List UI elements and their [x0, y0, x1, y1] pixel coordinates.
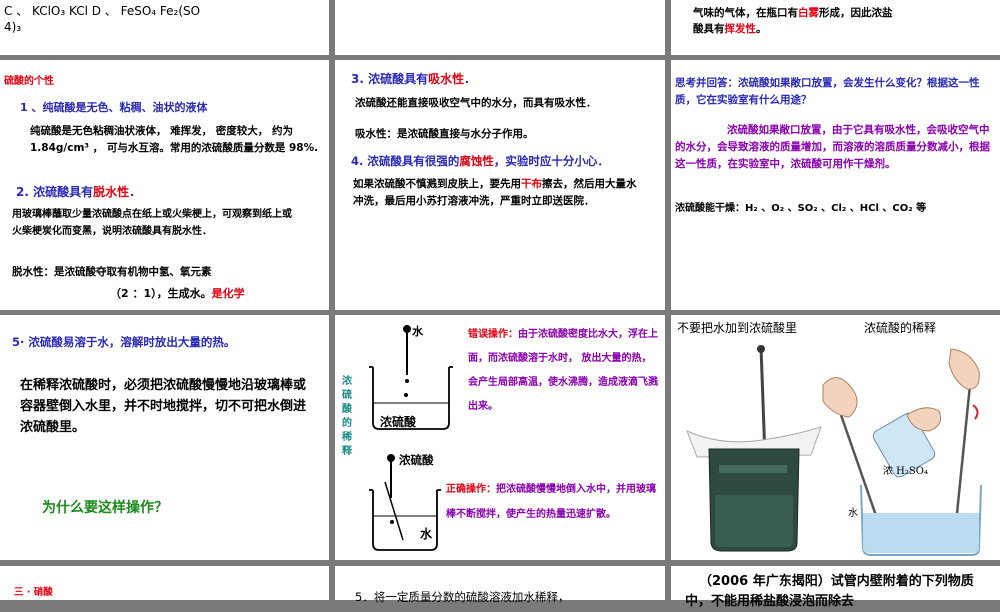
item-4-body: 如果浓硫酸不慎溅到皮肤上，要先用干布擦去，然后用大量水冲洗，最后用小苏打溶液冲洗…: [353, 178, 637, 207]
slide-title: 硫酸的个性: [4, 76, 54, 87]
slide-7: 5· 浓硫酸易溶于水，溶解时放出大量的热。 在稀释浓硫酸时，必须把浓硫酸慢慢地沿…: [0, 315, 329, 560]
bottle-label: 浓 H₂SO₄: [883, 466, 928, 477]
item-3-heading: 3. 浓硫酸具有吸水性．: [351, 72, 477, 86]
water-label-bottom: 水: [420, 527, 433, 541]
item-2-body: 用玻璃棒蘸取少量浓硫酸点在纸上或火柴梗上，可观察到纸上或火柴梗炭化而变黑，说明浓…: [12, 209, 292, 237]
exam-question: （2006 年广东揭阳）试管内壁附着的下列物质中，不能用稀盐酸浸泡而除去: [685, 574, 974, 609]
hcl-line2: 酸具有挥发性。: [693, 23, 767, 35]
caption-left: 不要把水加到浓硫酸里: [677, 321, 798, 335]
slide-4: 硫酸的个性 1 、纯硫酸是无色、粘稠、油状的液体 纯硫酸是无色粘稠油状液体， 难…: [0, 60, 329, 310]
slide-12: （2006 年广东揭阳）试管内壁附着的下列物质中，不能用稀盐酸浸泡而除去: [671, 566, 1000, 609]
slide-9: 不要把水加到浓硫酸里 浓硫酸的稀释 浓 H₂SO₄ 水: [671, 315, 1000, 560]
item-5-heading: 5· 浓硫酸易溶于水，溶解时放出大量的热。: [12, 335, 236, 349]
water-label-top: 水: [412, 325, 423, 338]
item-1-heading: 1 、纯硫酸是无色、粘稠、油状的液体: [20, 101, 208, 114]
item-3-body: 浓硫酸还能直接吸收空气中的水分，而具有吸水性．: [355, 97, 597, 109]
right-method-diagram: [369, 454, 441, 551]
hcl-line1: 气味的气体，在瓶口有白雾形成，因此浓盐: [693, 7, 893, 19]
item-1-body: 纯硫酸是无色粘稠油状液体， 难挥发， 密度较大， 约为 1.84g/cm³ ， …: [30, 125, 319, 154]
caption-right: 浓硫酸的稀释: [864, 321, 937, 335]
slide-5: 3. 浓硫酸具有吸水性． 浓硫酸还能直接吸收空气中的水分，而具有吸水性． 吸水性…: [335, 60, 665, 310]
absorb-def: 吸水性：是浓硫酸直接与水分子作用。: [355, 128, 534, 140]
slide-2: [335, 0, 665, 55]
slide-6: 思考并回答：浓硫酸如果敞口放置，会发生什么变化？根据这一性质，它在实验室有什么用…: [671, 60, 1000, 310]
slide-1: C 、 KClO₃ KCl D 、 FeSO₄ Fe₂(SO 4)₃: [0, 0, 329, 55]
wrong-dilution-photo: [686, 345, 822, 552]
dehydration-def: 脱水性：是浓硫酸夺取有机物中氢、氧元素: [12, 266, 212, 278]
right-method-text: 正确操作：把浓硫酸慢慢地倒入水中，并用玻璃棒不断搅拌，使产生的热量迅速扩散。: [446, 484, 656, 520]
dilute-question: 5．将一定质量分数的硫酸溶液加水稀释，: [355, 590, 570, 604]
slide-10: 三 · 硝酸: [0, 566, 329, 600]
think-answer: 浓硫酸如果敞口放置，由于它具有吸水性，会吸收空气中的水分，会导致溶液的质量增加，…: [675, 124, 990, 170]
option-c-d: C 、 KClO₃ KCl D 、 FeSO₄ Fe₂(SO: [4, 4, 201, 18]
slide-3: 气味的气体，在瓶口有白雾形成，因此浓盐 酸具有挥发性。: [671, 0, 1000, 55]
slide-8: 浓硫酸的稀释 水 浓硫酸 错误操作：由于浓硫酸密度比水大，浮在上面，而浓硫酸溶于…: [335, 315, 665, 560]
think-question: 思考并回答：浓硫酸如果敞口放置，会发生什么变化？根据这一性质，它在实验室有什么用…: [675, 77, 980, 106]
item-5-body: 在稀释浓硫酸时，必须把浓硫酸慢慢地沿玻璃棒或容器壁倒入水里，并不时地搅拌，切不可…: [20, 378, 307, 435]
why-question: 为什么要这样操作？: [42, 500, 168, 516]
acid-label-top: 浓硫酸: [380, 415, 417, 429]
drying-gases: 浓硫酸能干燥：H₂ 、O₂ 、SO₂ 、Cl₂ 、HCl 、CO₂ 等: [675, 203, 927, 214]
wrong-method-diagram: [369, 325, 453, 430]
dilution-side-label: 浓硫酸的稀释: [342, 376, 352, 457]
beaker-water-label: 水: [848, 508, 858, 519]
item-2-heading: 2. 浓硫酸具有脱水性．: [16, 185, 142, 199]
correct-dilution-photo: [822, 348, 982, 556]
item-4-heading: 4. 浓硫酸具有很强的腐蚀性，实验时应十分小心．: [351, 154, 609, 168]
slide-11: 5．将一定质量分数的硫酸溶液加水稀释，: [335, 566, 665, 604]
dehydration-ratio: （2 ：1），生成水。是化学: [110, 287, 245, 300]
nitric-acid-title: 三 · 硝酸: [14, 587, 53, 598]
wrong-method-text: 错误操作：由于浓硫酸密度比水大，浮在上面，而浓硫酸溶于水时， 放出大量的热，会产…: [468, 329, 658, 412]
acid-label-bottom: 浓硫酸: [399, 453, 434, 467]
option-d-cont: 4)₃: [4, 20, 22, 34]
